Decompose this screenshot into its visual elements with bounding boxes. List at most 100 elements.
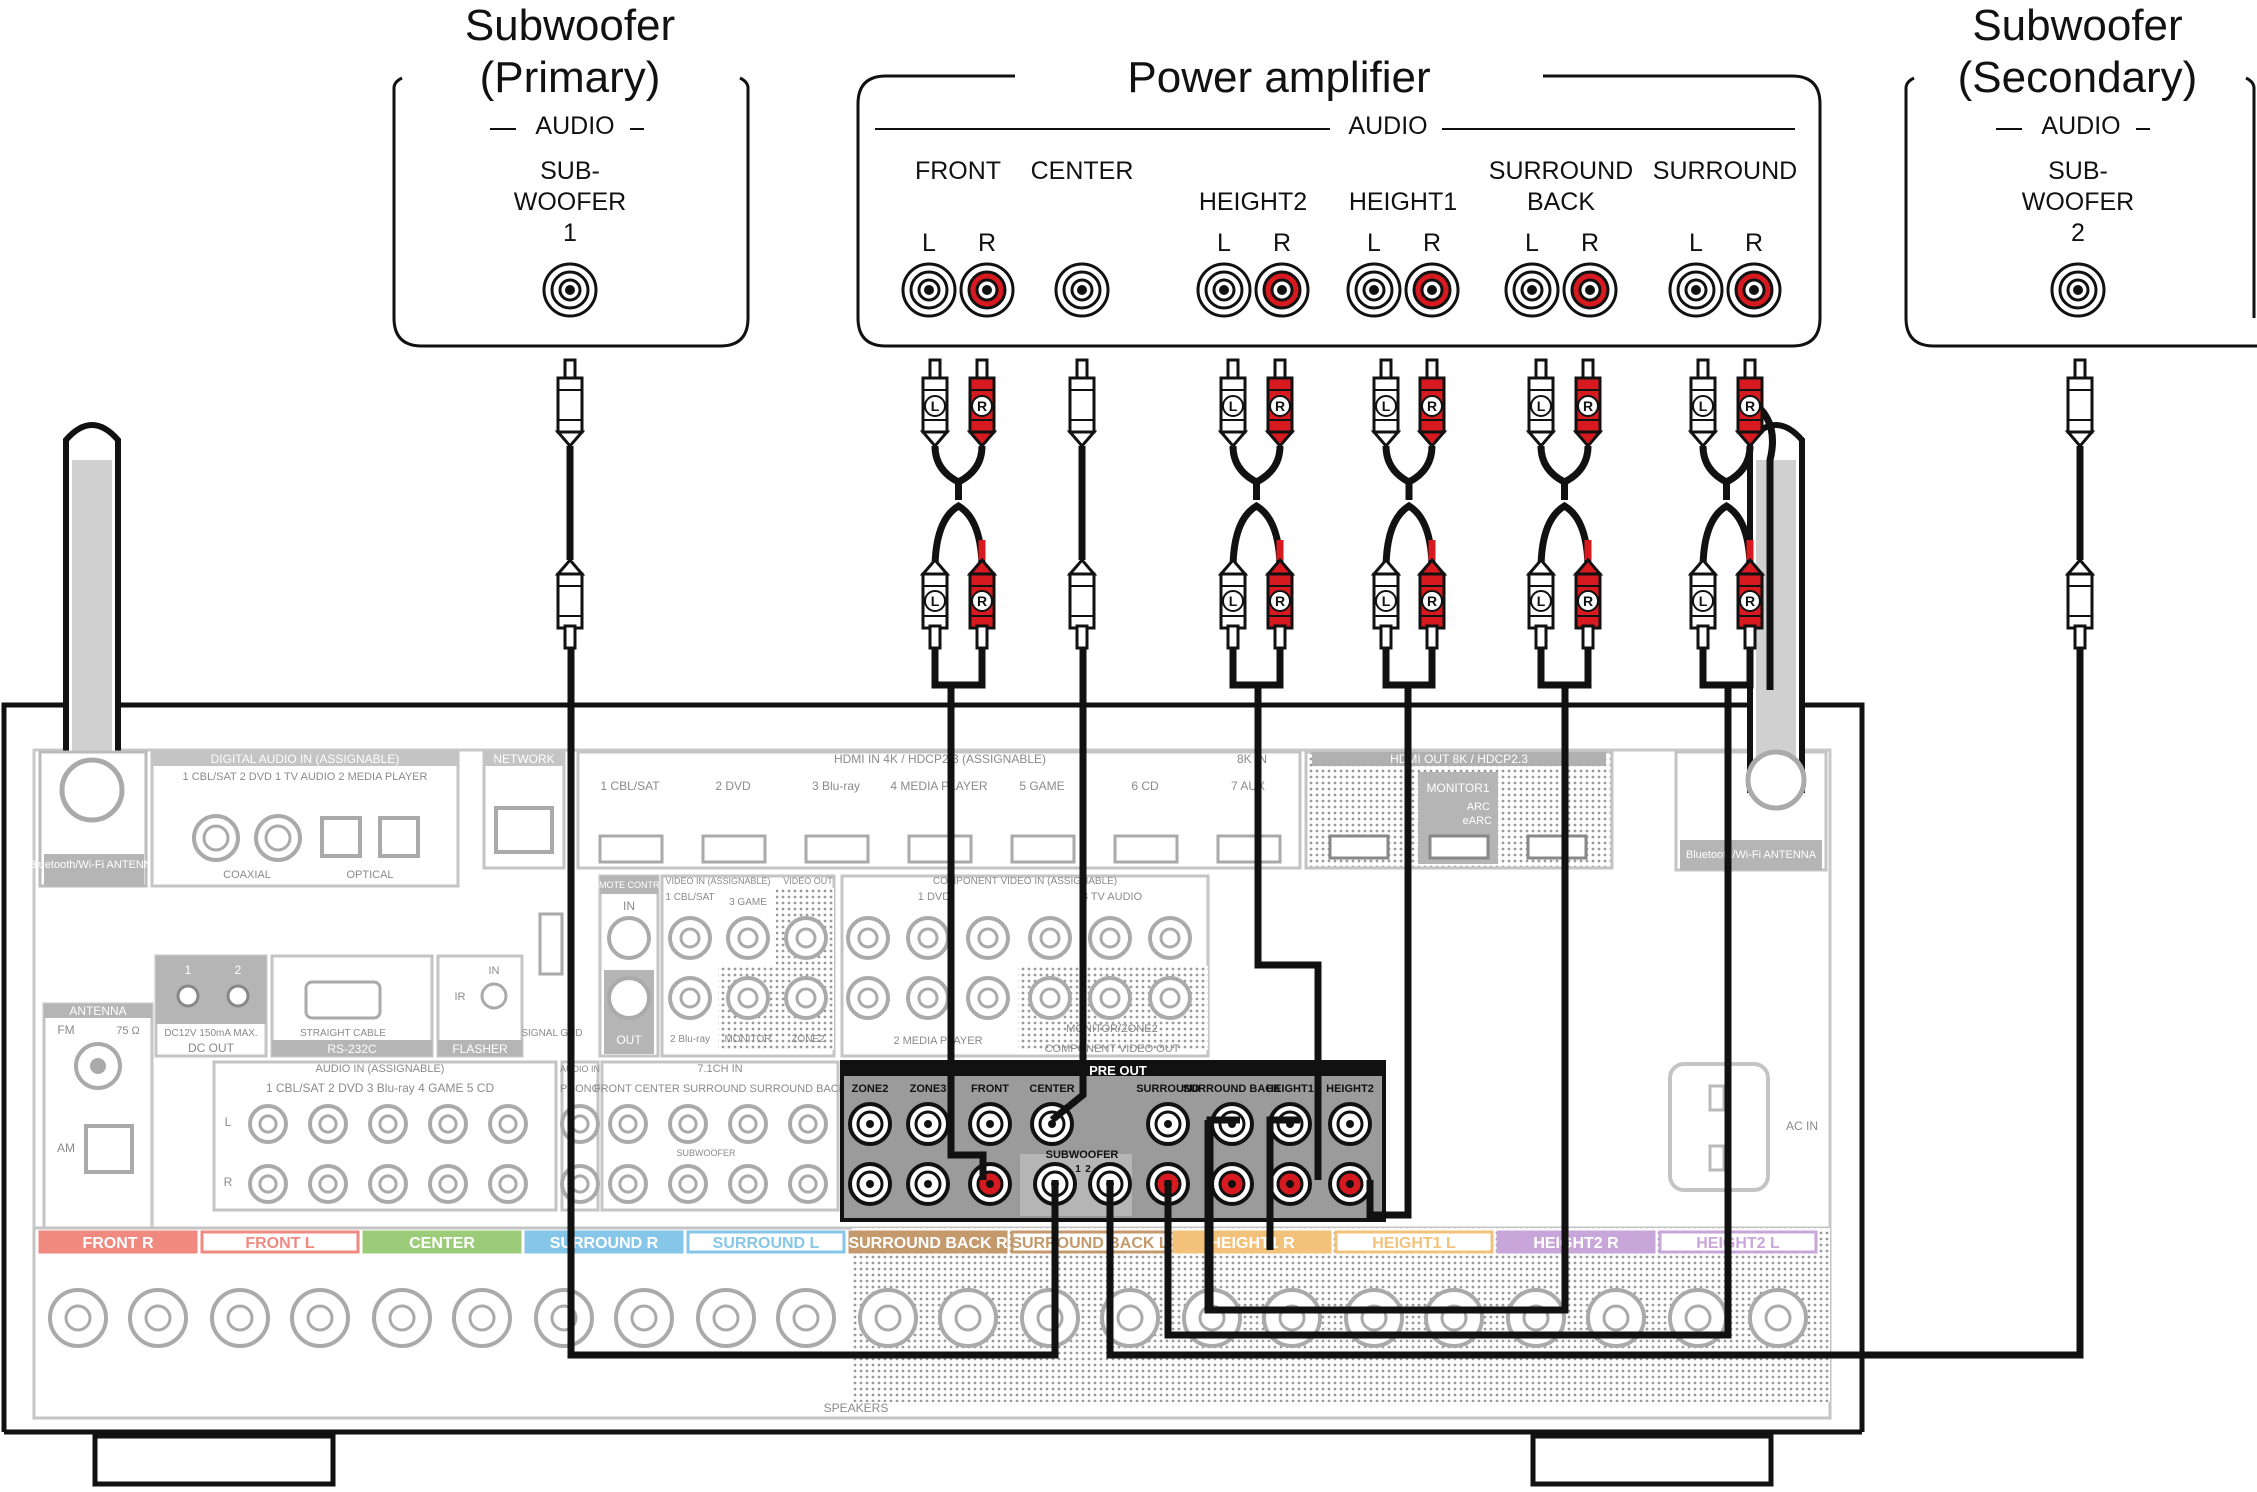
remote-out-label: OUT bbox=[616, 1033, 642, 1047]
av-receiver: Bluetooth/Wi-Fi ANTENNA DIGITAL AUDIO IN… bbox=[1, 422, 1865, 1487]
amp-channel-left-label: L bbox=[1689, 229, 1703, 257]
plug-letter: L bbox=[1537, 593, 1546, 609]
plug-top-r-height2: R bbox=[1264, 358, 1296, 449]
cables bbox=[567, 397, 2084, 1359]
plug-letter: R bbox=[1745, 593, 1755, 609]
plug-letter: R bbox=[1427, 593, 1437, 609]
plug-bottom-r-front: R bbox=[966, 557, 998, 650]
plug-letter: R bbox=[1275, 398, 1285, 414]
plug-top-r-surround: R bbox=[1734, 358, 1766, 449]
signal-gnd-label: SIGNAL GND bbox=[521, 1028, 582, 1039]
ch71-sub: FRONT CENTER SURROUND SURROUND BACK bbox=[594, 1083, 847, 1095]
pair-bundle bbox=[1537, 648, 1592, 689]
plug-top-r-surround-back: R bbox=[1572, 358, 1604, 449]
sub-primary-audio: AUDIO bbox=[520, 112, 630, 141]
speaker-tab bbox=[200, 1230, 360, 1254]
speaker-tab-label: HEIGHT2 R bbox=[1533, 1235, 1619, 1252]
network-port: NETWORK bbox=[482, 750, 566, 870]
amp-jack-4-l bbox=[1504, 262, 1560, 318]
plug-bottom-r-height1: R bbox=[1416, 557, 1448, 650]
sub-secondary-title-line1: Subwoofer bbox=[1972, 1, 2183, 50]
plug-top-r-height1: R bbox=[1416, 358, 1448, 449]
sub-primary-jack-line3: 1 bbox=[563, 219, 577, 247]
amp-jack-2-l bbox=[1196, 262, 1252, 318]
speaker-tab-label: SURROUND R bbox=[550, 1235, 659, 1252]
sub-primary-jack-line2: WOOFER bbox=[513, 188, 627, 216]
amp-jack-5-l bbox=[1668, 262, 1724, 318]
ac-in: AC IN bbox=[1668, 1062, 1818, 1192]
plug-letter: L bbox=[1699, 398, 1708, 414]
plug-top-l-surround-back: L bbox=[1525, 358, 1557, 449]
amp-channel-name-line2 bbox=[992, 187, 1172, 218]
pre-out-channel-label: ZONE3 bbox=[910, 1083, 947, 1095]
plug-bottom-sub2 bbox=[2064, 557, 2096, 650]
hdmi-input-port bbox=[1010, 834, 1076, 864]
remote-in-label: IN bbox=[623, 899, 635, 913]
digital-audio-in-sub: 1 CBL/SAT 2 DVD 1 TV AUDIO 2 MEDIA PLAYE… bbox=[183, 771, 428, 783]
control-panels: 1 2 DC12V 150mA MAX. DC OUT STRAIGHT CAB… bbox=[154, 912, 583, 1058]
pre-out-label: PRE OUT bbox=[1089, 1063, 1147, 1078]
pre-out-channel-label: HEIGHT1 bbox=[1266, 1083, 1314, 1095]
plug-top-center bbox=[1066, 358, 1098, 449]
amp-jack-3-l bbox=[1346, 262, 1402, 318]
antenna-left-label: Bluetooth/Wi-Fi ANTENNA bbox=[29, 859, 160, 871]
plug-letter: L bbox=[1537, 398, 1546, 414]
eight-k-in-label: 8K IN bbox=[1237, 752, 1267, 766]
amp-channel-name-line2: HEIGHT2 bbox=[1198, 188, 1308, 216]
component-sub-label: COMPONENT VIDEO OUT bbox=[1045, 1043, 1180, 1055]
optical-label: OPTICAL bbox=[346, 869, 393, 881]
video-in-sub-label: 1 CBL/SAT bbox=[665, 892, 714, 903]
remote-control-label: REMOTE CONTROL bbox=[586, 880, 671, 890]
video-in-label: VIDEO IN (ASSIGNABLE) bbox=[665, 876, 770, 886]
speaker-tab bbox=[686, 1230, 846, 1254]
receiver-foot-right bbox=[1530, 1433, 1774, 1487]
amp-jack-2-r bbox=[1254, 262, 1310, 318]
coaxial-label: COAXIAL bbox=[223, 869, 271, 881]
speaker-tab-label: SURROUND BACK R bbox=[848, 1235, 1008, 1252]
pair-bundle bbox=[1382, 648, 1436, 689]
audio-in-sub: 1 CBL/SAT 2 DVD 3 Blu-ray 4 GAME 5 CD bbox=[266, 1081, 495, 1095]
hdmi-input-label: 2 DVD bbox=[715, 779, 751, 793]
cable-height-extra bbox=[1266, 1116, 1300, 1250]
plug-letter: L bbox=[1229, 398, 1238, 414]
plug-letter: R bbox=[1275, 593, 1285, 609]
dc-out-num-1: 1 bbox=[185, 963, 192, 977]
cable-surround-extra bbox=[1206, 1116, 1240, 1310]
hdmi-input-label: 6 CD bbox=[1131, 779, 1159, 793]
speaker-tab-label: HEIGHT1 L bbox=[1372, 1235, 1456, 1252]
ch71-subwoofer: SUBWOOFER bbox=[676, 1148, 736, 1158]
sub-primary-jack-label: SUB- WOOFER 1 bbox=[470, 156, 670, 249]
amp-channel-name-line1: SURROUND bbox=[1488, 157, 1634, 185]
plug-bottom-l-height1: L bbox=[1370, 557, 1402, 650]
amp-channel-right-label: R bbox=[1272, 229, 1292, 257]
speaker-tab bbox=[1658, 1230, 1818, 1254]
dc-out-label: DC OUT bbox=[188, 1041, 235, 1055]
amp-channel-label: HEIGHT2 bbox=[1163, 156, 1343, 218]
video-in-sub-label: 3 GAME bbox=[729, 897, 767, 908]
plug-top-l-surround: L bbox=[1687, 358, 1719, 449]
cable-subwoofer-2 bbox=[1106, 640, 2084, 1359]
fm-am-antenna-panel: ANTENNA FM 75 Ω AM bbox=[42, 1002, 154, 1232]
plug-letter: R bbox=[977, 593, 987, 609]
y-split-bottom bbox=[1382, 501, 1436, 571]
hdmi-out-label: HDMI OUT 8K / HDCP2.3 bbox=[1390, 752, 1528, 766]
sub-secondary-jack-line2: WOOFER bbox=[2021, 188, 2135, 216]
fm-label: FM bbox=[57, 1023, 74, 1037]
plug-letter: R bbox=[1583, 593, 1593, 609]
amp-jack-1-l bbox=[1054, 262, 1110, 318]
speakers-label: SPEAKERS bbox=[824, 1401, 889, 1415]
amp-channel-label: FRONT bbox=[868, 156, 1048, 218]
cable-subwoofer-1 bbox=[567, 640, 1059, 1359]
plug-bottom-l-height2: L bbox=[1217, 557, 1249, 650]
amp-channel-name-line2 bbox=[1635, 187, 1815, 218]
hdmi-input-port bbox=[804, 834, 870, 864]
plug-bottom-l-front: L bbox=[919, 557, 951, 650]
y-split-top bbox=[1229, 445, 1284, 486]
amp-jack-4-r bbox=[1562, 262, 1618, 318]
audio-in-panels: AUDIO IN (ASSIGNABLE) 1 CBL/SAT 2 DVD 3 … bbox=[212, 1060, 847, 1212]
antenna-right: Bluetooth/Wi-Fi ANTENNA bbox=[1674, 422, 1828, 872]
hdmi-input-port bbox=[1216, 834, 1282, 864]
pre-out-sub-num-2: 2 bbox=[1085, 1164, 1091, 1175]
component-video-in-label: COMPONENT VIDEO IN (ASSIGNABLE) bbox=[933, 876, 1117, 887]
